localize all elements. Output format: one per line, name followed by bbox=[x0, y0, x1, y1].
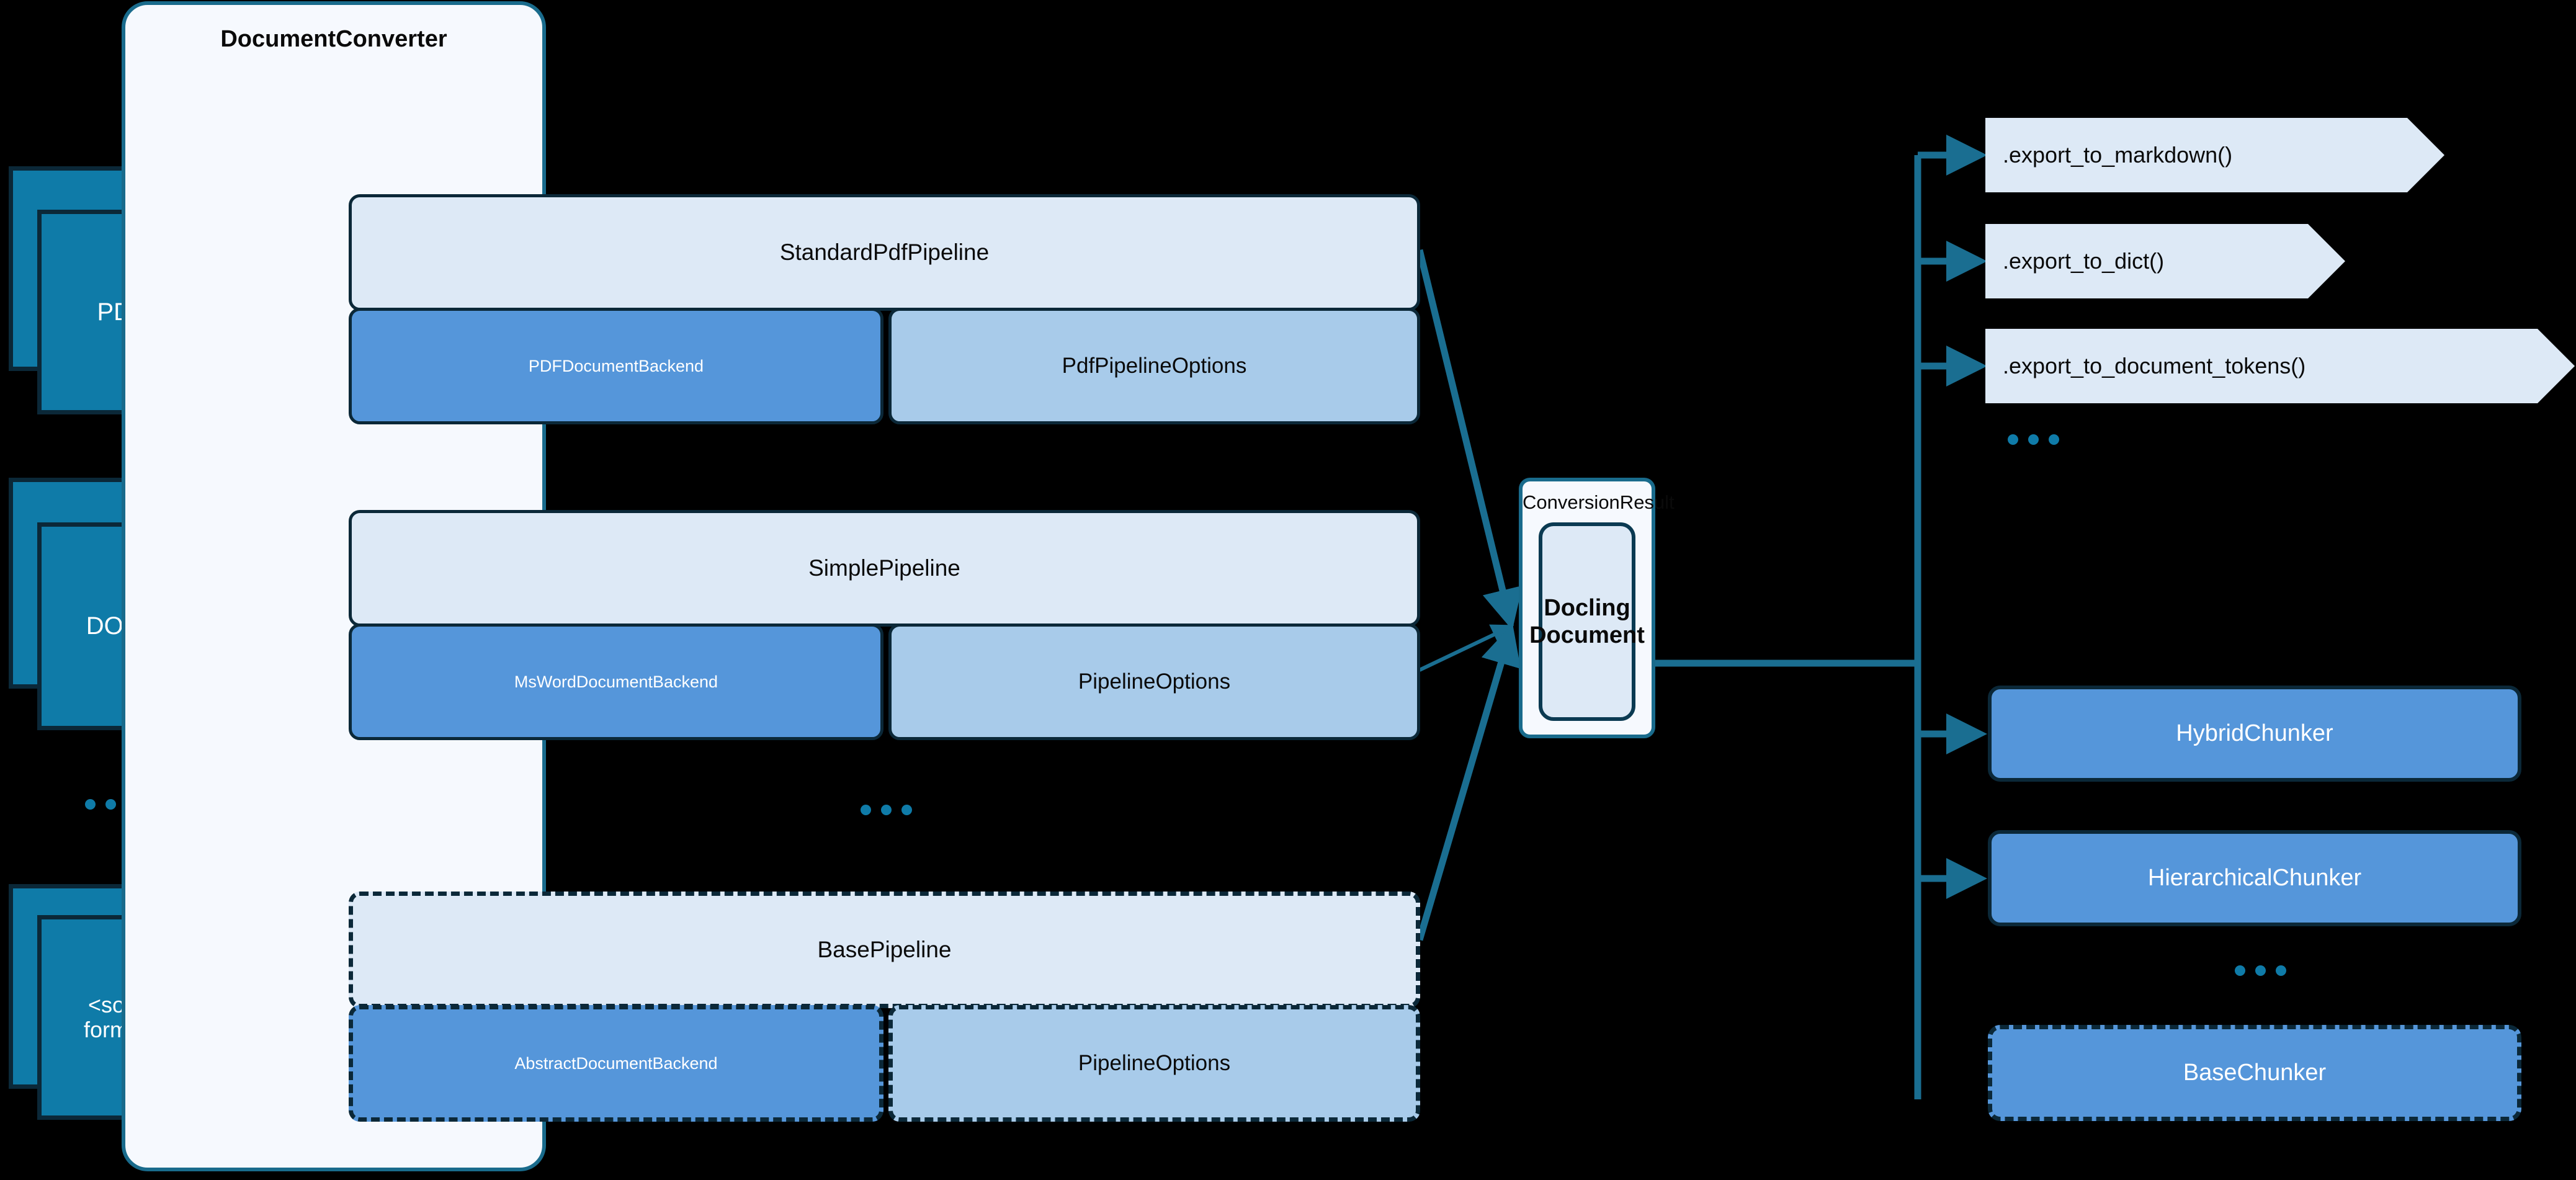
pipeline-simple[interactable]: SimplePipeline MsWordDocumentBackend Pip… bbox=[349, 510, 1420, 740]
pipeline-standard-pdf-options[interactable]: PdfPipelineOptions bbox=[888, 308, 1420, 424]
hierarchical-chunker-box[interactable]: HierarchicalChunker bbox=[1988, 830, 2521, 926]
base-chunker-box[interactable]: BaseChunker bbox=[1988, 1025, 2521, 1121]
pipelines-ellipsis bbox=[861, 805, 912, 815]
export-to-dict-label: .export_to_dict() bbox=[2003, 248, 2165, 274]
export-to-document-tokens-chip[interactable]: .export_to_document_tokens() bbox=[1985, 329, 2575, 403]
pipeline-base-options[interactable]: PipelineOptions bbox=[888, 1005, 1420, 1122]
hybrid-chunker-label: HybridChunker bbox=[2176, 720, 2333, 746]
pipeline-simple-options[interactable]: PipelineOptions bbox=[888, 624, 1420, 740]
docling-document-line2: Document bbox=[1529, 622, 1645, 648]
export-to-markdown-label: .export_to_markdown() bbox=[2003, 142, 2233, 168]
document-converter-title: DocumentConverter bbox=[220, 26, 447, 52]
pipeline-standard-pdf-backend-label: PDFDocumentBackend bbox=[528, 356, 704, 375]
pipeline-standard-pdf-backend[interactable]: PDFDocumentBackend bbox=[349, 308, 883, 424]
pipeline-base-label: BasePipeline bbox=[817, 937, 952, 962]
pipeline-simple-header[interactable]: SimplePipeline bbox=[349, 510, 1420, 627]
pipeline-standard-pdf-options-label: PdfPipelineOptions bbox=[1062, 354, 1247, 378]
pipeline-simple-backend-label: MsWordDocumentBackend bbox=[514, 672, 718, 691]
conversion-result-container: ConversionResult Docling Document bbox=[1519, 478, 1675, 738]
pipeline-base-header[interactable]: BasePipeline bbox=[349, 892, 1420, 1008]
pipeline-base-backend[interactable]: AbstractDocumentBackend bbox=[349, 1005, 883, 1122]
export-to-dict-chip[interactable]: .export_to_dict() bbox=[1985, 224, 2345, 298]
docling-document-box[interactable]: Docling Document bbox=[1529, 522, 1645, 721]
export-to-document-tokens-label: .export_to_document_tokens() bbox=[2003, 353, 2306, 378]
base-chunker-label: BaseChunker bbox=[2183, 1060, 2327, 1086]
pipeline-standard-pdf[interactable]: StandardPdfPipeline PDFDocumentBackend P… bbox=[349, 194, 1420, 424]
pipeline-base[interactable]: BasePipeline AbstractDocumentBackend Pip… bbox=[349, 892, 1420, 1122]
pipeline-to-result-arrows bbox=[1416, 249, 1523, 941]
exports-ellipsis bbox=[2008, 434, 2059, 445]
pipeline-simple-backend[interactable]: MsWordDocumentBackend bbox=[349, 624, 883, 740]
pipeline-base-backend-label: AbstractDocumentBackend bbox=[514, 1053, 718, 1073]
docling-document-line1: Docling bbox=[1544, 594, 1630, 621]
pipeline-simple-label: SimplePipeline bbox=[808, 555, 960, 581]
hybrid-chunker-box[interactable]: HybridChunker bbox=[1988, 686, 2521, 782]
output-branch-arrows bbox=[1918, 135, 1987, 899]
hierarchical-chunker-label: HierarchicalChunker bbox=[2147, 865, 2362, 891]
pipeline-standard-pdf-header[interactable]: StandardPdfPipeline bbox=[349, 194, 1420, 311]
chunkers-ellipsis bbox=[2235, 965, 2286, 976]
export-to-markdown-chip[interactable]: .export_to_markdown() bbox=[1985, 118, 2444, 192]
pipeline-simple-options-label: PipelineOptions bbox=[1078, 669, 1231, 694]
pipeline-base-options-label: PipelineOptions bbox=[1078, 1051, 1231, 1075]
conversion-result-label: ConversionResult bbox=[1523, 491, 1675, 513]
result-output-tree bbox=[1655, 155, 1921, 1099]
pipeline-standard-pdf-label: StandardPdfPipeline bbox=[779, 239, 990, 265]
